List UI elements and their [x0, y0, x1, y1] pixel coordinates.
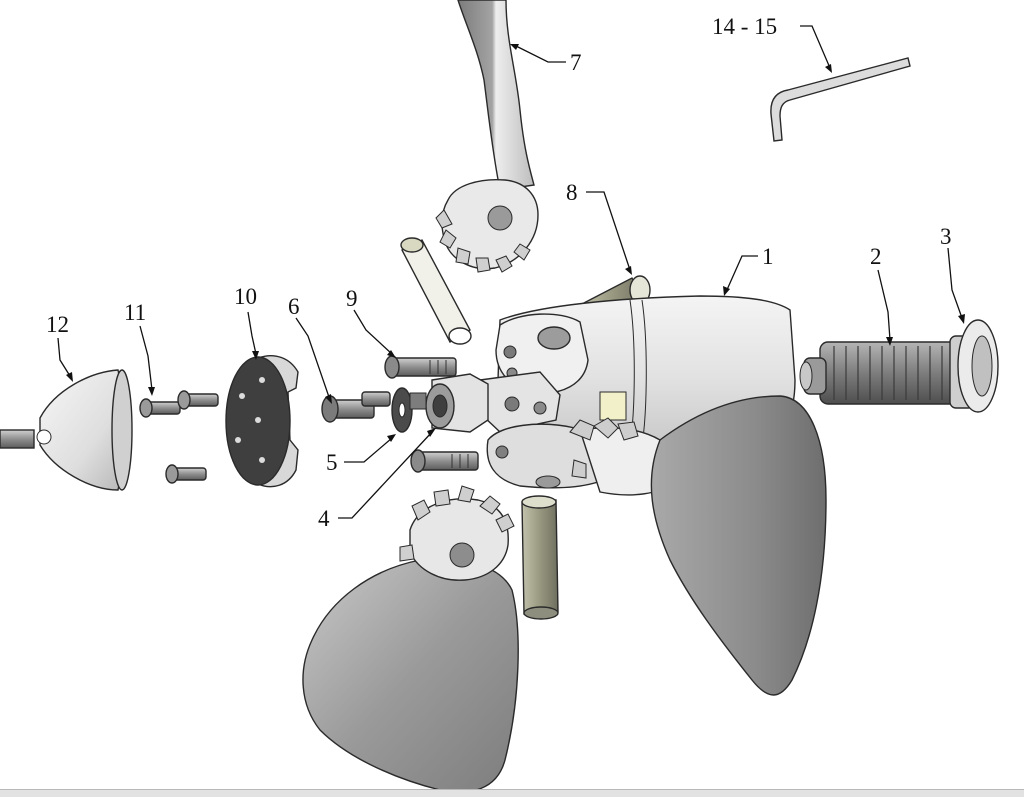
part-9-bolt-upper [384, 355, 457, 379]
part-11-screws [139, 390, 219, 484]
label-10: 10 [234, 284, 257, 309]
label-9: 9 [346, 286, 358, 311]
label-1: 1 [762, 244, 774, 269]
label-7: 7 [570, 50, 582, 75]
label-6: 6 [288, 294, 300, 319]
label-5: 5 [326, 450, 338, 475]
label-4: 4 [318, 506, 330, 531]
blade-right [569, 395, 827, 696]
part-3-flange [949, 319, 999, 413]
loose-pin-upper [400, 237, 472, 345]
part-4-nut [425, 373, 489, 433]
label-2: 2 [870, 244, 882, 269]
part-6-bolt [321, 391, 391, 423]
gear-teeth-7 [435, 209, 531, 273]
part-10-plate [225, 354, 299, 488]
part-9-bolt-lower [410, 449, 479, 473]
label-8: 8 [566, 180, 578, 205]
leader-lines [57, 25, 965, 519]
label-3: 3 [940, 224, 952, 249]
label-11: 11 [124, 300, 146, 325]
part-2-splined-shaft [799, 341, 961, 405]
label-12: 12 [46, 312, 69, 337]
label-14-15: 14 - 15 [712, 14, 777, 39]
part-7-blade-arm [435, 0, 539, 273]
loose-pin-lower [521, 495, 559, 620]
part-labels: 1 2 3 4 5 6 7 8 9 10 11 12 14 - 15 [46, 14, 952, 531]
part-12-nose-cone [0, 369, 133, 491]
part-14-15-hex-key [770, 57, 911, 142]
part-5-washer [391, 387, 427, 433]
bottom-bar [0, 789, 1024, 797]
blade-lower-left [302, 485, 519, 793]
